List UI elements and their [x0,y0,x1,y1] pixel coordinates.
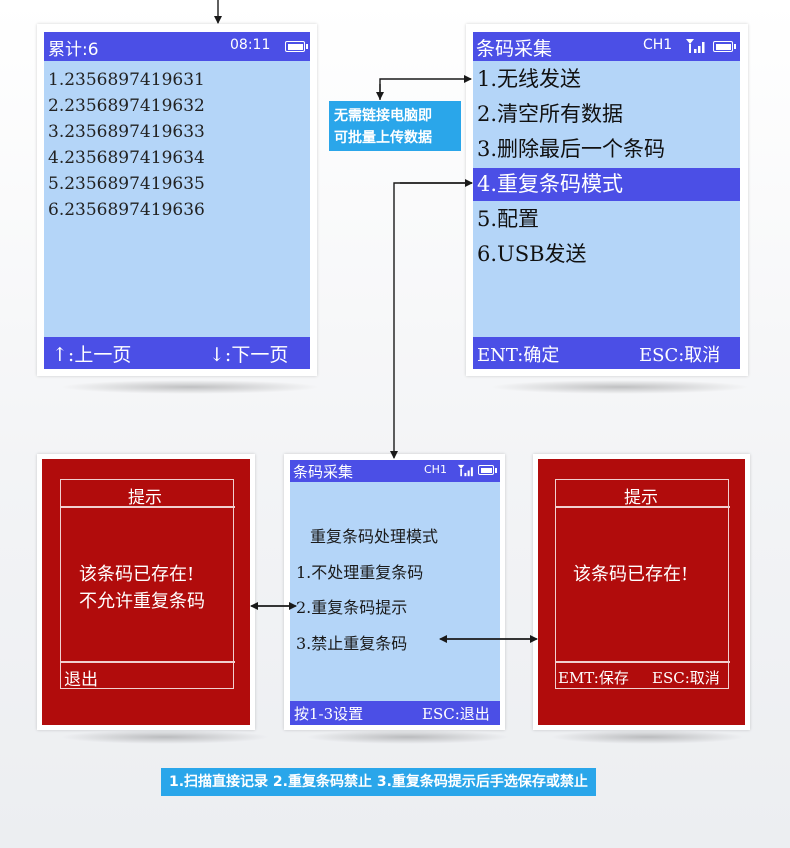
records-device-card: 累计:6 08:11 1.2356897419631 2.23568974196… [37,24,317,376]
divider [555,506,730,508]
esc-exit-hint[interactable]: ESC:退出 [422,705,490,723]
prompt-dialog-screen: 提示 该条码已存在! EMT:保存 ESC:取消 [538,459,745,725]
cancel-button[interactable]: ESC:取消 [652,669,720,687]
menu-footer-bar: ENT:确定 ESC:取消 [473,337,740,369]
card-shadow [490,380,750,394]
arrow-duplicate-mode-link [390,182,472,459]
duplicate-footer-bar: 按1-3设置 ESC:退出 [290,701,500,725]
battery-icon [478,465,497,475]
forbid-dialog-card: 提示 该条码已存在! 不允许重复条码 退出 [37,454,255,730]
prompt-dialog-frame [555,479,729,689]
dialog-message-line-2: 不允许重复条码 [79,591,205,612]
signal-icon [457,464,473,477]
signal-icon [686,39,705,53]
list-item[interactable]: 3.2356897419633 [48,122,205,142]
arrow-callout-to-wireless [379,75,472,100]
cancel-hint[interactable]: ESC:取消 [639,345,721,366]
list-item[interactable]: 6.2356897419636 [48,200,205,220]
prompt-dialog-card: 提示 该条码已存在! EMT:保存 ESC:取消 [533,454,750,730]
dialog-title: 提示 [128,488,162,508]
menu-item-wireless-send[interactable]: 1.无线发送 [477,67,582,91]
channel-label: CH1 [424,463,447,476]
page-down-hint[interactable]: ↓:下一页 [209,344,289,366]
menu-item-config[interactable]: 5.配置 [477,207,540,231]
duplicate-header-bar: 条码采集 CH1 [290,460,500,482]
duplicate-mode-heading: 重复条码处理模式 [310,527,439,546]
divider [555,661,730,663]
clock-time: 08:11 [230,37,271,53]
duplicate-screen-title: 条码采集 [293,463,354,481]
page-up-hint[interactable]: ↑:上一页 [52,344,132,366]
menu-item-clear-all[interactable]: 2.清空所有数据 [477,102,624,126]
menu-title: 条码采集 [476,38,553,60]
records-count-title: 累计:6 [48,40,99,60]
dialog-message-line-1: 该条码已存在! [573,564,689,585]
menu-item-duplicate-mode[interactable]: 4.重复条码模式 [473,168,740,201]
battery-icon [285,41,308,52]
divider [60,661,235,663]
menu-item-delete-last[interactable]: 3.删除最后一个条码 [477,137,666,161]
bottom-caption: 1.扫描直接记录 2.重复条码禁止 3.重复条码提示后手选保存或禁止 [161,768,596,796]
dialog-title: 提示 [624,488,658,508]
menu-screen: 条码采集 CH1 1.无线发送 2.清空所有数据 3.删除最后一个条码 4.重复… [473,32,740,369]
duplicate-mode-device-card: 条码采集 CH1 重复条码处理模式 1.不处理重复条码 2.重复条码提示 3.禁… [284,454,505,730]
menu-device-card: 条码采集 CH1 1.无线发送 2.清空所有数据 3.删除最后一个条码 4.重复… [466,24,748,376]
option-duplicate-prompt[interactable]: 2.重复条码提示 [296,598,408,617]
dialog-message-line-1: 该条码已存在! [79,564,195,585]
forbid-dialog-screen: 提示 该条码已存在! 不允许重复条码 退出 [42,459,250,725]
channel-label: CH1 [643,37,673,53]
save-button[interactable]: EMT:保存 [558,669,629,687]
records-footer-bar: ↑:上一页 ↓:下一页 [44,337,310,369]
card-shadow [60,730,270,744]
duplicate-mode-screen: 条码采集 CH1 重复条码处理模式 1.不处理重复条码 2.重复条码提示 3.禁… [290,460,500,725]
menu-header-bar: 条码采集 CH1 [473,32,740,61]
battery-icon [713,41,736,52]
menu-item-usb-send[interactable]: 6.USB发送 [477,242,587,266]
confirm-hint[interactable]: ENT:确定 [477,345,560,366]
records-screen: 累计:6 08:11 1.2356897419631 2.23568974196… [44,32,310,369]
list-item[interactable]: 5.2356897419635 [48,174,205,194]
wireless-callout: 无需链接电脑即 可批量上传数据 [329,101,461,151]
list-item[interactable]: 2.2356897419632 [48,96,205,116]
exit-button[interactable]: 退出 [64,670,98,690]
card-shadow [305,730,510,744]
set-hint[interactable]: 按1-3设置 [294,705,364,723]
callout-line-2: 可批量上传数据 [334,130,432,146]
list-item[interactable]: 4.2356897419634 [48,148,205,168]
records-header-bar: 累计:6 08:11 [44,32,310,61]
option-no-handling[interactable]: 1.不处理重复条码 [296,563,424,582]
forbid-dialog-frame [60,479,234,689]
divider [60,506,235,508]
card-shadow [550,730,745,744]
list-item[interactable]: 1.2356897419631 [48,70,205,90]
option-forbid-duplicate[interactable]: 3.禁止重复条码 [296,634,408,653]
card-shadow [60,380,320,394]
callout-line-1: 无需链接电脑即 [334,108,432,124]
